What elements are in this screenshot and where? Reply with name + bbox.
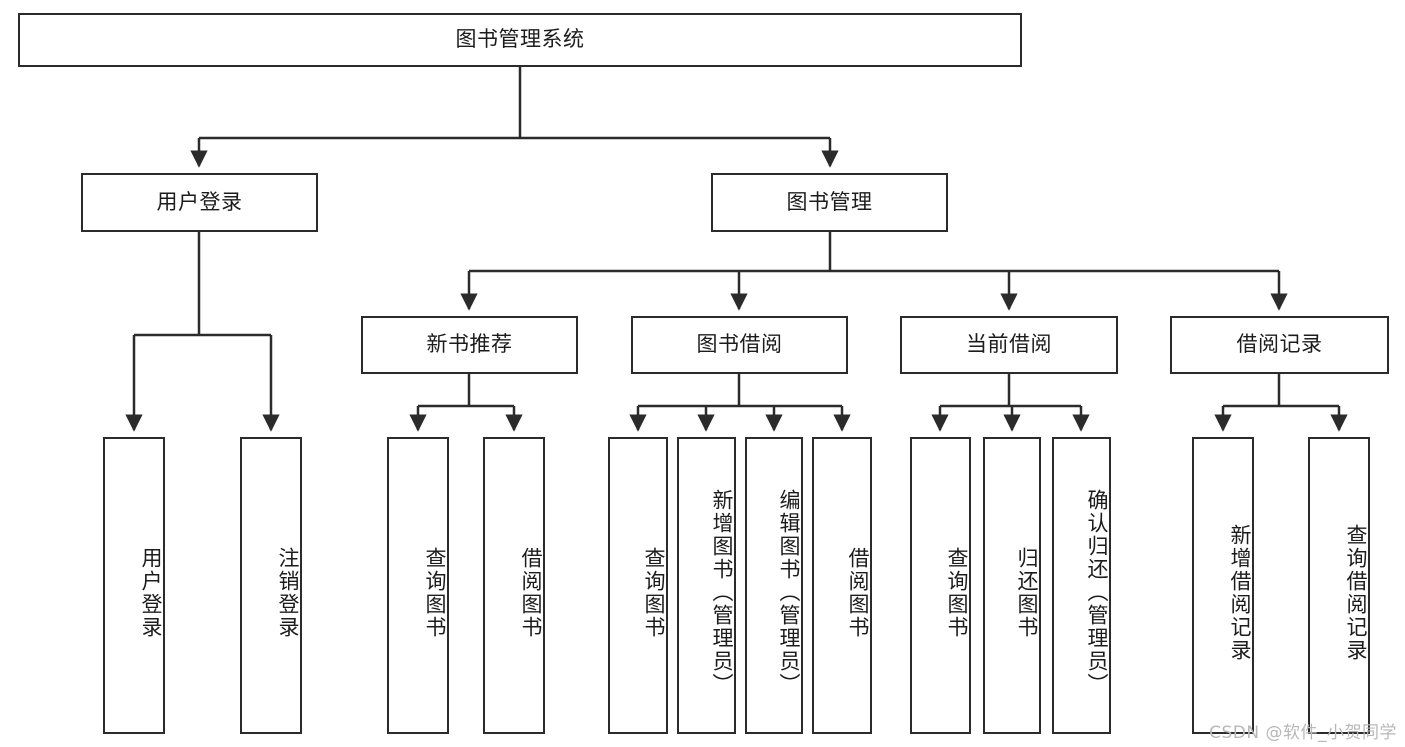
leaf-logout-login-label: 注销登录 bbox=[276, 546, 300, 639]
edge-root-to-level1 bbox=[190, 67, 839, 168]
node-borrow-record-label: 借阅记录 bbox=[1236, 332, 1323, 357]
node-user-login-label: 用户登录 bbox=[156, 189, 243, 214]
leaf-query-book-rec[interactable]: 查询图书 bbox=[387, 437, 449, 734]
node-book-borrow-label: 图书借阅 bbox=[696, 332, 783, 357]
leaf-query-book[interactable]: 查询图书 bbox=[608, 437, 668, 734]
node-book-manage[interactable]: 图书管理 bbox=[711, 173, 948, 232]
leaf-add-book-admin-label: 新增图书（管理员） bbox=[710, 489, 734, 696]
leaf-confirm-return-admin-label: 确认归还（管理员） bbox=[1085, 489, 1109, 696]
leaf-borrow-book[interactable]: 借阅图书 bbox=[812, 437, 872, 734]
edge-userlogin-to-leaves bbox=[125, 232, 280, 432]
leaf-query-borrow-record[interactable]: 查询借阅记录 bbox=[1308, 437, 1370, 734]
leaf-query-book-current[interactable]: 查询图书 bbox=[910, 437, 971, 734]
leaf-return-book[interactable]: 归还图书 bbox=[983, 437, 1041, 734]
leaf-logout-login[interactable]: 注销登录 bbox=[240, 437, 302, 734]
node-book-manage-label: 图书管理 bbox=[786, 189, 873, 214]
edge-bookborrow-to-leaves bbox=[629, 374, 851, 432]
leaf-add-borrow-record-label: 新增借阅记录 bbox=[1228, 523, 1252, 662]
node-new-book-recommend[interactable]: 新书推荐 bbox=[361, 316, 578, 374]
leaf-user-login[interactable]: 用户登录 bbox=[103, 437, 165, 734]
leaf-borrow-book-rec-label: 借阅图书 bbox=[519, 546, 543, 639]
node-root[interactable]: 图书管理系统 bbox=[18, 13, 1022, 67]
leaf-query-borrow-record-label: 查询借阅记录 bbox=[1344, 523, 1368, 662]
leaf-add-borrow-record[interactable]: 新增借阅记录 bbox=[1192, 437, 1254, 734]
leaf-confirm-return-admin[interactable]: 确认归还（管理员） bbox=[1052, 437, 1111, 734]
edge-bookmanage-to-level2 bbox=[460, 232, 1288, 311]
node-root-label: 图书管理系统 bbox=[455, 27, 585, 52]
node-current-borrow[interactable]: 当前借阅 bbox=[900, 316, 1118, 374]
edge-borrowrecord-to-leaves bbox=[1214, 374, 1348, 432]
leaf-borrow-book-label: 借阅图书 bbox=[846, 546, 870, 639]
leaf-query-book-rec-label: 查询图书 bbox=[423, 546, 447, 639]
node-borrow-record[interactable]: 借阅记录 bbox=[1170, 316, 1389, 374]
leaf-edit-book-admin[interactable]: 编辑图书（管理员） bbox=[745, 437, 803, 734]
leaf-edit-book-admin-label: 编辑图书（管理员） bbox=[777, 489, 801, 696]
leaf-add-book-admin[interactable]: 新增图书（管理员） bbox=[677, 437, 736, 734]
leaf-return-book-label: 归还图书 bbox=[1015, 546, 1039, 639]
node-book-borrow[interactable]: 图书借阅 bbox=[631, 316, 848, 374]
node-new-book-recommend-label: 新书推荐 bbox=[426, 332, 513, 357]
edge-currentborrow-to-leaves bbox=[931, 374, 1090, 432]
node-user-login[interactable]: 用户登录 bbox=[81, 173, 318, 232]
leaf-query-book-current-label: 查询图书 bbox=[945, 546, 969, 639]
leaf-query-book-label: 查询图书 bbox=[642, 546, 666, 639]
edge-newbook-to-leaves bbox=[409, 374, 523, 432]
leaf-user-login-label: 用户登录 bbox=[139, 546, 163, 639]
node-current-borrow-label: 当前借阅 bbox=[966, 332, 1052, 357]
leaf-borrow-book-rec[interactable]: 借阅图书 bbox=[483, 437, 545, 734]
